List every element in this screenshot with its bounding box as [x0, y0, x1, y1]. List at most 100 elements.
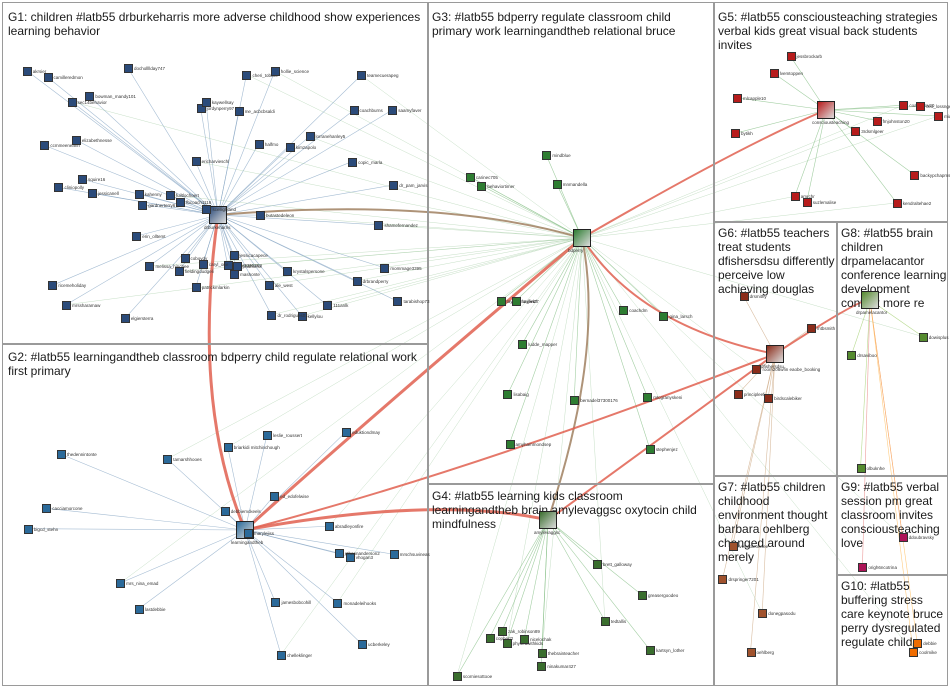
node-jordynperry97[interactable]	[196, 103, 206, 113]
node-jessbrockarb[interactable]	[786, 52, 796, 62]
node-kaywellsay[interactable]	[201, 97, 211, 107]
node-ludde_mapper[interactable]	[518, 339, 528, 349]
node-mtbsmith[interactable]	[806, 324, 816, 334]
node-carinec705[interactable]	[465, 172, 475, 182]
node-krystalspersone[interactable]	[283, 266, 293, 276]
node-mrs_nina_emad[interactable]	[116, 579, 126, 589]
node-ceo_lossngeles[interactable]	[916, 102, 926, 112]
node-3rdsmlgeer[interactable]	[851, 127, 861, 137]
node-dr_pam_jarvis[interactable]	[389, 181, 399, 190]
node-amrchr[interactable]	[790, 192, 800, 202]
hub-node-consciousteaching[interactable]	[817, 101, 835, 119]
node-coachburns[interactable]	[349, 106, 359, 116]
node-lisabaig[interactable]	[503, 390, 513, 400]
node-thebrainteacher[interactable]	[537, 648, 547, 658]
node-drsmithy[interactable]	[739, 292, 749, 302]
node-taylor_mayfield[interactable]	[496, 296, 506, 306]
node-mlcapple10[interactable]	[733, 93, 742, 103]
node-coachhsw20[interactable]	[899, 101, 909, 111]
node-hollie_science[interactable]	[270, 66, 280, 76]
node-akrsier[interactable]	[22, 66, 32, 76]
node-halfmo[interactable]	[254, 139, 264, 149]
node-elizabethnesse[interactable]	[71, 135, 81, 145]
node-phahorror[interactable]	[232, 262, 242, 272]
node-ericharvieschl[interactable]	[191, 157, 201, 167]
node-ethannanderson2[interactable]	[334, 549, 344, 559]
node-kahenny[interactable]	[134, 189, 144, 199]
node-ninakumar427[interactable]	[537, 661, 547, 671]
node-gardnerterry6[interactable]	[138, 200, 148, 210]
node-tarabishop73[interactable]	[393, 297, 403, 307]
node-backypchapmsnf[interactable]	[910, 170, 920, 180]
node-eduktiondmay[interactable]	[342, 427, 352, 437]
node-lvemtoppen[interactable]	[769, 69, 779, 79]
node-dochollllday747[interactable]	[123, 64, 133, 74]
node-coolmike[interactable]	[909, 648, 919, 658]
node-cobovdy[interactable]	[180, 254, 190, 264]
node-cacciamorcone[interactable]	[42, 504, 52, 514]
node-kellylou[interactable]	[297, 311, 307, 321]
node-copic_marla[interactable]	[348, 157, 358, 167]
node-mnmandella[interactable]	[552, 180, 562, 190]
node-donegpasodu[interactable]	[758, 609, 768, 619]
node-lvetreoleonnee[interactable]	[728, 541, 738, 551]
node-mtcgranyskeni[interactable]	[643, 392, 653, 402]
node-birdscalebiker[interactable]	[764, 393, 774, 403]
node-cheri_tobicki[interactable]	[242, 70, 252, 80]
node-drbrandperry[interactable]	[352, 276, 362, 286]
node-bowman_mandy101[interactable]	[85, 92, 95, 102]
node-cliniopolly[interactable]	[54, 183, 64, 193]
node-jessicanell[interactable]	[87, 188, 97, 198]
node-drsaviboo[interactable]	[847, 351, 857, 361]
node-ccmmeeneann[interactable]	[40, 141, 50, 151]
node-butastedeleon[interactable]	[256, 211, 266, 221]
node-camilleredmon[interactable]	[43, 73, 53, 83]
node-kimzapolo[interactable]	[285, 142, 295, 152]
node-principleef[interactable]	[733, 389, 743, 399]
node-abradleyonfire[interactable]	[324, 522, 334, 532]
node-jamesbobcohill[interactable]	[271, 598, 281, 608]
node-tedtallis[interactable]	[600, 616, 610, 626]
node-erin_olltemt[interactable]	[132, 232, 142, 242]
node-mrschsuvineas[interactable]	[389, 550, 399, 560]
node-fieldingdudgeli[interactable]	[174, 267, 184, 277]
hub-node-dfishersdsu[interactable]	[766, 345, 784, 363]
node-caryl_orie[interactable]	[198, 260, 208, 270]
node-scorniesottooe[interactable]	[452, 672, 462, 682]
node-fbcoach1116[interactable]	[176, 197, 186, 207]
node-mommage3395[interactable]	[380, 263, 390, 273]
node-gina_larsch[interactable]	[659, 311, 669, 321]
node-lastdebbie[interactable]	[135, 604, 145, 614]
node-midaratolic[interactable]	[934, 112, 944, 122]
node-teamecuerapeg[interactable]	[357, 71, 367, 81]
node-111anlk[interactable]	[323, 301, 333, 311]
node-lorranehanley5[interactable]	[305, 132, 315, 142]
hub-node-amylevaggsc[interactable]	[539, 511, 557, 529]
node-marylejiss[interactable]	[244, 529, 254, 539]
node-melissa_hinchee[interactable]	[145, 262, 155, 272]
node-ed_edofelwise[interactable]	[270, 491, 280, 501]
node-vhogan3[interactable]	[345, 552, 355, 562]
node-saamyfaver[interactable]	[388, 105, 398, 115]
node-mrssharamaw[interactable]	[62, 300, 72, 310]
node-behaviortimer[interactable]	[477, 181, 487, 191]
node-nicelochak[interactable]	[520, 635, 530, 645]
hub-node-drburkeharris[interactable]	[209, 206, 227, 224]
node-brett_galloway[interactable]	[592, 559, 602, 569]
node-zak_robinson89[interactable]	[498, 626, 508, 636]
node-thedennintonte[interactable]	[57, 450, 67, 460]
node-ucberkeley[interactable]	[357, 640, 367, 650]
node-room208wfin-eaobe_booking[interactable]	[752, 365, 762, 375]
node-bernadel37300176[interactable]	[570, 395, 580, 405]
node-leslie_roussert[interactable]	[262, 430, 272, 440]
node-me_acbcbsaldi[interactable]	[234, 107, 244, 117]
node-patrickmlarkin[interactable]	[191, 283, 201, 293]
node-fuiltlochoert[interactable]	[165, 191, 175, 201]
node-physedwithkids[interactable]	[502, 639, 512, 649]
node-tamarshhooes[interactable]	[163, 454, 173, 464]
node-coachdm[interactable]	[619, 305, 629, 315]
node-fmjohnston20[interactable]	[872, 116, 882, 126]
node-ale_west[interactable]	[264, 280, 274, 290]
node-monadeleihooks[interactable]	[333, 598, 343, 608]
node-olbuknhe[interactable]	[856, 463, 866, 473]
